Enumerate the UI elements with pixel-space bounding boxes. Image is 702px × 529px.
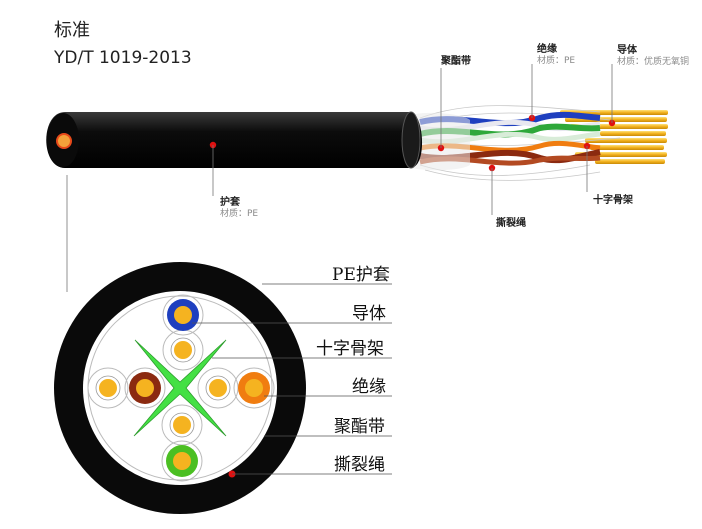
pair-green: [166, 412, 198, 477]
legend-insulation: 绝缘: [352, 377, 386, 397]
jacket-end: [401, 111, 421, 169]
legend-ripcord: 撕裂绳: [334, 455, 385, 475]
callout-sheath-material: 材质：PE: [220, 207, 258, 219]
end-face-core: [56, 133, 72, 149]
leader-lines: [66, 64, 613, 292]
callout-conductor-material: 材质：优质无氧铜: [617, 55, 689, 67]
callout-cross-name: 十字骨架: [593, 193, 633, 206]
pair-brown: [95, 372, 161, 404]
cross-filler-section: [133, 339, 227, 437]
pair-blue: [167, 299, 199, 363]
pair-orange: [205, 372, 270, 404]
callout-sheath-name: 护套: [220, 195, 241, 208]
header-title: 标准: [54, 20, 90, 41]
tape-wrap: [405, 112, 470, 171]
cable-side-view: 护套 材质：PE 聚酯带 绝缘 材质：PE 导体 材质：优质无氧铜 十字骨架 撕…: [46, 42, 689, 292]
callout-insulation-material: 材质：PE: [537, 54, 575, 66]
jacket-body: [46, 112, 423, 168]
legend-leaders: [192, 283, 392, 475]
legend-polyester-tape: 聚酯带: [334, 417, 385, 437]
callout-insulation-name: 绝缘: [537, 42, 557, 55]
standard-number: YD/T 1019-2013: [54, 48, 192, 68]
legend-pe-jacket: PE护套: [332, 265, 390, 285]
callout-conductor-name: 导体: [617, 43, 638, 56]
callout-tape-name: 聚酯带: [440, 54, 471, 67]
cross-section: PE护套 导体 十字骨架 绝缘 聚酯带 撕裂绳: [54, 262, 392, 514]
callout-ripcord-name: 撕裂绳: [496, 216, 526, 229]
legend-conductor: 导体: [352, 304, 386, 324]
legend-cross-filler: 十字骨架: [316, 339, 384, 359]
